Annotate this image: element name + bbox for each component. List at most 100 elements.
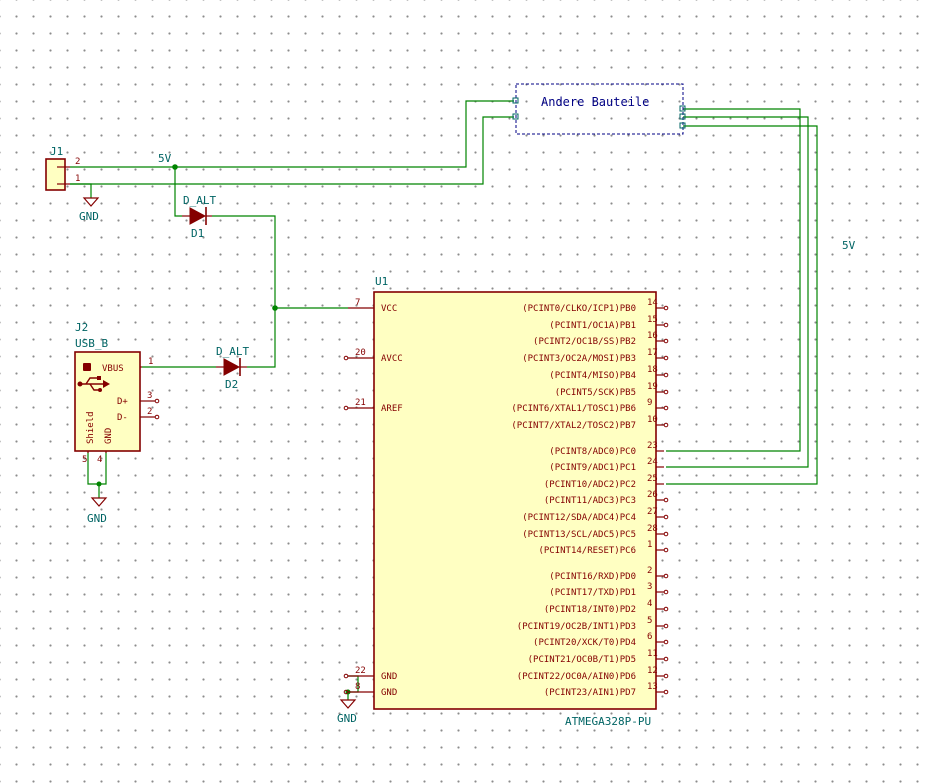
u1-pin-end[interactable] [663,389,669,395]
u1-pin-name: (PCINT9/ADC1)PC1 [549,463,636,473]
u1-pin-name: (PCINT20/XCK/T0)PD4 [533,638,636,648]
u1-pin-end[interactable] [663,531,669,537]
wire-5v-to-d1 [174,167,182,217]
sheet-pin-right-1[interactable] [679,105,686,112]
u1-pin-name: AVCC [381,354,403,364]
j1-ref: J1 [50,145,63,158]
gnd-symbol-j2[interactable]: GND [87,497,108,525]
u1-pin-name: AREF [381,404,403,414]
u1-right-pins: (PCINT0/CLKO/ICP1)PB014(PCINT1/OC1A)PB11… [511,298,669,698]
u1-pin-name: (PCINT13/SCL/ADC5)PC5 [522,530,636,540]
u1-pin-name: (PCINT10/ADC2)PC2 [544,480,636,490]
gnd-symbol-u1[interactable]: GND [337,699,357,725]
d2-ref: D2 [225,378,238,391]
hier-sheet-andere-bauteile[interactable]: Andere Bauteile [512,83,686,135]
u1-pin-end[interactable] [663,589,669,595]
wire-d2-to-vcc [247,308,276,368]
u1-pin-num: 7 [355,298,360,308]
d2-value: D_ALT [216,345,249,358]
u1-pin-name: (PCINT19/OC2B/INT1)PD3 [517,622,636,632]
gnd-label-j1: GND [79,210,99,223]
u1-pin-num: 19 [647,382,658,392]
gnd-symbol-icon [82,197,100,207]
u1-pin-num: 2 [647,566,652,576]
sheet-pin-left-2[interactable] [512,113,519,120]
sheet-pin-left-1[interactable] [512,97,519,104]
u1-pin-end[interactable] [663,639,669,645]
u1-pin-end[interactable] [663,422,669,428]
u1-pin-end[interactable] [663,322,669,328]
j2-pin-dplus-num: 3 [147,391,152,401]
u1-pin-num: 1 [647,540,652,550]
wire-d1-to-vcc [212,215,348,309]
u1-pin-end[interactable] [343,673,349,679]
j2-pin-dplus-end [154,398,160,404]
u1-pin-end[interactable] [663,673,669,679]
connector-j1[interactable]: J1 2 1 [45,145,80,191]
u1-pin-name: (PCINT22/OC0A/AIN0)PD6 [517,672,636,682]
hier-sheet-name: Andere Bauteile [541,95,649,109]
sheet-pin-right-3[interactable] [679,122,686,129]
j2-pin-dminus-end [154,414,160,420]
gnd-label-u1: GND [337,712,357,725]
u1-pin-num: 12 [647,666,658,676]
junction-usb-gnd [96,481,102,487]
u1-pin-num: 9 [647,398,652,408]
u1-pin-end[interactable] [663,514,669,520]
u1-pin-name: (PCINT5/SCK)PB5 [555,388,636,398]
net-label-5v-top[interactable]: 5V [158,152,172,165]
u1-pin-name: (PCINT6/XTAL1/TOSC1)PB6 [511,404,636,414]
u1-pin-num: 5 [647,616,652,626]
u1-pin-end[interactable] [663,623,669,629]
u1-pin-end[interactable] [663,372,669,378]
u1-pin-end[interactable] [663,405,669,411]
u1-pin-name: (PCINT11/ADC3)PC3 [544,496,636,506]
u1-pin-end[interactable] [663,689,669,695]
diode-d2[interactable]: D_ALT D2 [216,345,249,391]
diode-d1[interactable]: D_ALT D1 [182,194,216,240]
u1-pin-end[interactable] [663,656,669,662]
u1-pin-name: (PCINT21/OC0B/T1)PD5 [528,655,636,665]
gnd-symbol-j1[interactable]: GND [79,197,100,223]
connector-j2-usb-b[interactable]: J2 USB_B VBUS D+ D- Shield GND 1 3 2 5 4 [74,321,160,465]
u1-pin-end[interactable] [663,305,669,311]
wire-sheet-to-pc2 [666,125,818,485]
u1-pin-end[interactable] [663,355,669,361]
u1-pin-end[interactable] [663,573,669,579]
j2-value: USB_B [75,337,108,350]
wire-sheet-to-pc0 [666,108,801,452]
j2-pin-dplus-name: D+ [117,397,128,407]
gnd-label-j2: GND [87,512,107,525]
wire-sheet-to-pc1 [666,116,809,468]
j1-pin-1-num: 1 [75,174,80,184]
u1-pin-name: (PCINT0/CLKO/ICP1)PB0 [522,304,636,314]
junction-vcc [272,305,278,311]
u1-pin-end[interactable] [663,547,669,553]
u1-pin-num: 6 [647,632,652,642]
wire-j1-pin1 [70,116,514,185]
u1-ref: U1 [375,275,388,288]
u1-pin-num: 14 [647,298,658,308]
u1-pin-end[interactable] [663,497,669,503]
u1-pin-end[interactable] [343,405,349,411]
u1-pin-num: 11 [647,649,658,659]
u1-pin-num: 10 [647,415,658,425]
u1-pin-num: 28 [647,524,658,534]
u1-pin-name: VCC [381,304,397,314]
u1-pin-end[interactable] [343,689,349,695]
u1-pin-end[interactable] [663,338,669,344]
gnd-symbol-icon [339,699,357,709]
u1-pin-name: (PCINT2/OC1B/SS)PB2 [533,337,636,347]
u1-pin-num: 23 [647,441,658,451]
sheet-pin-right-2[interactable] [679,113,686,120]
net-label-5v-right[interactable]: 5V [842,239,856,252]
hier-sheet-border [515,83,684,135]
u1-pin-end[interactable] [343,355,349,361]
u1-pin-name: GND [381,672,397,682]
d2-triangle-icon [223,358,241,376]
u1-pin-end[interactable] [663,606,669,612]
j2-pin-shield-name: Shield [86,411,96,444]
